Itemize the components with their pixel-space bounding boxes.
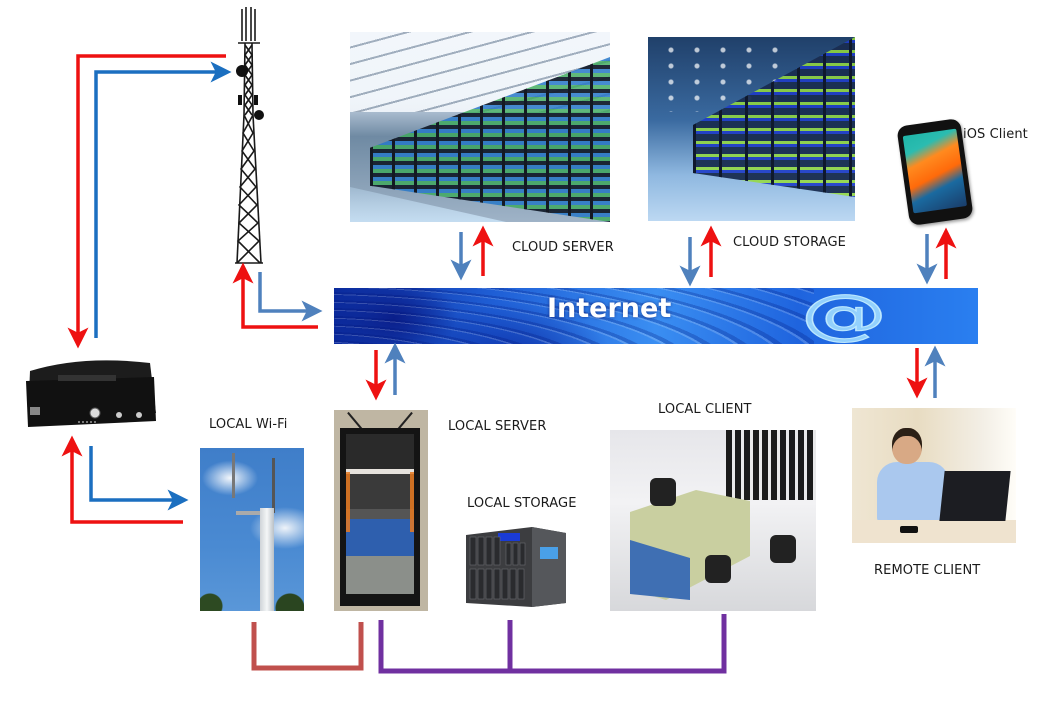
office-chair <box>650 478 676 506</box>
remote-client-image <box>852 408 1016 543</box>
table <box>852 520 1016 543</box>
downlink-arrow <box>258 272 323 322</box>
office-cubicles-image <box>610 430 816 611</box>
ios-client-label: iOS Client <box>963 127 1028 142</box>
uplink-arrow <box>232 262 318 329</box>
local-server-label: LOCAL SERVER <box>448 419 547 434</box>
swirl-decoration <box>334 288 814 344</box>
cloud-server-label: CLOUD SERVER <box>512 240 614 255</box>
cell-tower-icon <box>235 7 264 264</box>
internet-banner: Internet @ <box>334 288 978 344</box>
antenna-pole <box>260 508 274 611</box>
at-sign-icon: @ <box>800 288 888 344</box>
nas-device-icon <box>466 527 566 607</box>
lan-link <box>378 614 727 674</box>
antenna <box>232 453 235 498</box>
phone-on-table <box>900 526 918 533</box>
rack-units <box>346 434 414 594</box>
office-chair <box>705 555 731 583</box>
antenna-arm <box>236 511 268 515</box>
local-wifi-label: LOCAL Wi-Fi <box>209 417 288 432</box>
rack-cables <box>346 472 414 532</box>
trees <box>200 586 304 611</box>
remote-client-label: REMOTE CLIENT <box>874 563 981 578</box>
cloud-storage-image <box>648 37 855 221</box>
server-rack-image <box>334 410 428 611</box>
antenna <box>272 458 275 513</box>
bookshelves <box>726 430 816 500</box>
shirt <box>877 462 949 522</box>
downlink-arrow <box>89 446 189 511</box>
uplink-arrow <box>67 54 226 349</box>
cloud-server-image <box>350 32 610 222</box>
mobile-dvr-icon <box>26 360 156 427</box>
wifi-antenna-image <box>200 448 304 611</box>
local-client-label: LOCAL CLIENT <box>658 402 752 417</box>
uplink-arrow <box>61 435 183 524</box>
downlink-arrow <box>94 61 232 338</box>
head <box>892 428 922 464</box>
cloud-storage-label: CLOUD STORAGE <box>733 235 846 250</box>
wifi-server-link <box>251 622 364 671</box>
local-storage-label: LOCAL STORAGE <box>467 496 577 511</box>
internet-title: Internet <box>547 293 672 324</box>
office-chair <box>770 535 796 563</box>
person <box>877 428 949 522</box>
